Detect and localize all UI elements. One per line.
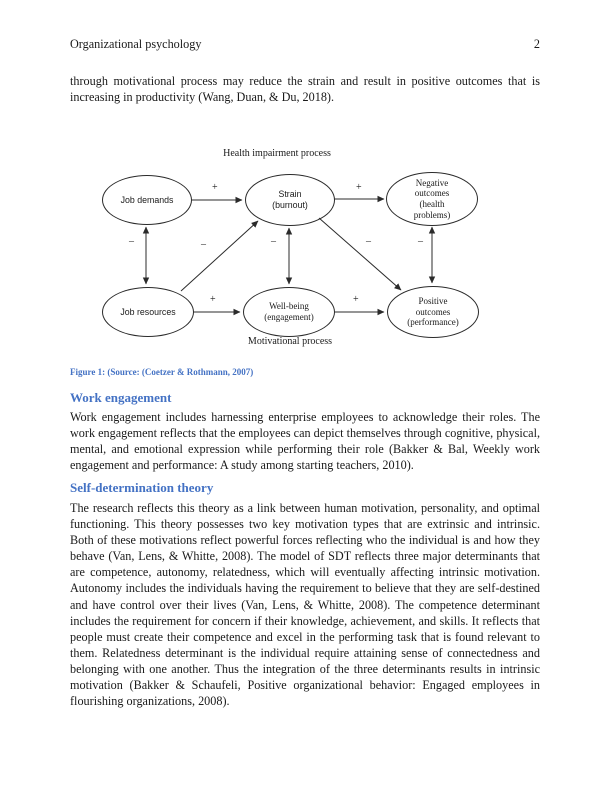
arrow-jobresources-strain bbox=[180, 220, 259, 292]
edge-sign-jobdemands-jobresources: – bbox=[129, 236, 134, 247]
edge-sign-jobresources-wellbeing: + bbox=[210, 294, 216, 305]
diagram-label-health-impairment-process: Health impairment process bbox=[223, 148, 331, 159]
edge-sign-strain-positive: – bbox=[366, 236, 371, 247]
edge-sign-wellbeing-positive: + bbox=[353, 294, 359, 305]
figure-jdr-model-diagram: Health impairment process Motivational p… bbox=[0, 145, 612, 360]
node-job-demands: Job demands bbox=[102, 175, 192, 225]
diagram-arrows bbox=[142, 195, 436, 316]
arrow-strain-positive bbox=[318, 217, 402, 291]
paragraph-self-determination-theory: The research reflects this theory as a l… bbox=[70, 501, 540, 709]
edge-sign-jobresources-strain: – bbox=[201, 239, 206, 250]
node-positive-outcomes: Positive outcomes (performance) bbox=[387, 286, 479, 338]
paragraph-intro: through motivational process may reduce … bbox=[70, 74, 540, 105]
diagram-label-motivational-process: Motivational process bbox=[247, 336, 333, 347]
node-negative-outcomes: Negative outcomes (health problems) bbox=[386, 172, 478, 226]
edge-sign-jobdemands-strain: + bbox=[212, 182, 218, 193]
header-running-title: Organizational psychology bbox=[70, 37, 202, 51]
figure-caption: Figure 1: (Source: (Coetzer & Rothmann, … bbox=[70, 367, 254, 377]
edge-sign-strain-negative: + bbox=[356, 182, 362, 193]
edge-sign-negative-positive: – bbox=[418, 236, 423, 247]
node-wellbeing: Well-being (engagement) bbox=[243, 287, 335, 337]
node-strain-burnout: Strain (burnout) bbox=[245, 174, 335, 226]
edge-sign-strain-wellbeing: – bbox=[271, 236, 276, 247]
heading-work-engagement: Work engagement bbox=[70, 390, 172, 405]
header-page-number: 2 bbox=[533, 37, 540, 51]
node-job-resources: Job resources bbox=[102, 287, 194, 337]
paragraph-work-engagement: Work engagement includes harnessing ente… bbox=[70, 410, 540, 473]
heading-self-determination-theory: Self-determination theory bbox=[70, 480, 214, 495]
